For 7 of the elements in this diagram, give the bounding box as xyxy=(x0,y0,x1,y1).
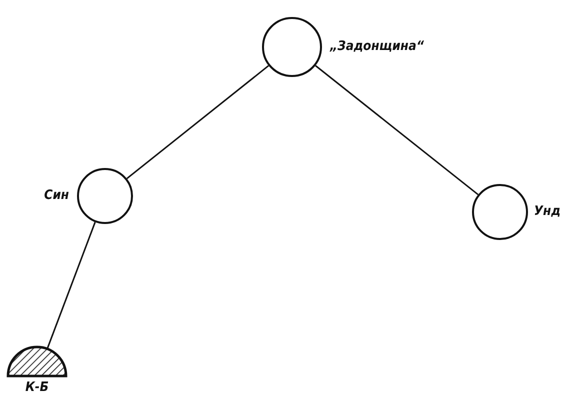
node-label: „Задонщина“ xyxy=(330,39,424,55)
connector-line xyxy=(126,65,269,180)
node-label: Син xyxy=(44,188,69,204)
node-label: К-Б xyxy=(25,380,49,396)
connector-line xyxy=(46,222,96,348)
connector-line xyxy=(315,65,479,196)
node-label: Унд xyxy=(534,204,561,220)
